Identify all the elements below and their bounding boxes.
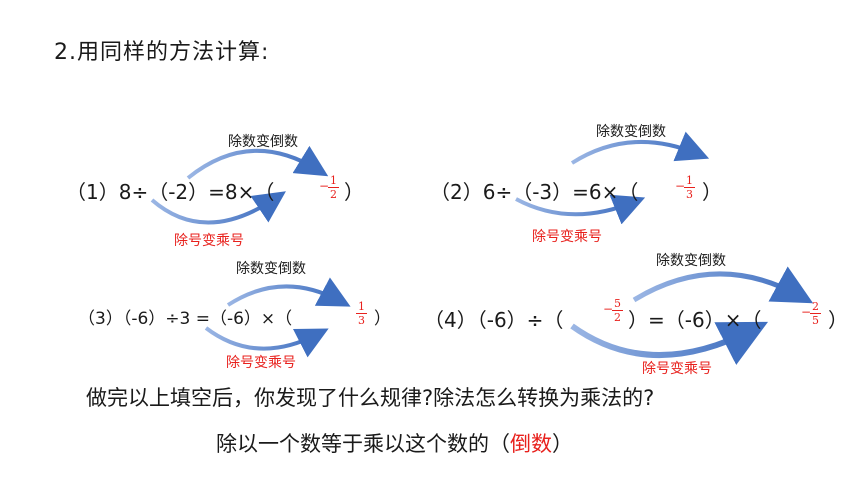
arrow-bottom-1 [150,191,286,225]
arrow-top-2 [570,131,710,165]
problem-2-frac-den: 3 [684,187,695,201]
top-label-3: 除数变倒数 [236,261,306,277]
problem-4-fraction: − 2 5 [801,300,821,327]
arrow-bottom-3 [204,326,329,358]
problem-1-frac-den: 2 [328,187,339,201]
problem-3-close: ） [374,309,391,329]
bottom-label-1: 除号变乘号 [174,233,244,249]
problem-4-divisor-num: 5 [614,297,621,310]
problem-4-divisor-fraction: − 5 2 [603,297,623,324]
question-text: 做完以上填空后，你发现了什么规律?除法怎么转换为乘法的? [86,386,655,410]
problem-2-expression: （2）6÷（-3）=6×（ [430,180,639,204]
answer-prefix: 除以一个数等于乘以这个数的（ [216,432,510,456]
problem-4-close: ） [828,308,848,332]
bottom-label-4: 除号变乘号 [642,361,712,377]
top-label-1: 除数变倒数 [228,134,298,150]
problem-2-fraction: − 1 3 [675,174,695,201]
answer-fill: 倒数 [510,432,552,456]
problem-1-expression: （1）8÷（-2）=8×（ [66,180,275,204]
problem-2-frac-num: 1 [686,174,693,187]
problem-3-expression: （3）（-6）÷3 =（-6）×（ [78,309,293,329]
answer-suffix: ） [552,432,573,456]
problem-2-close: ） [702,180,722,204]
problem-3-fraction: 1 3 [356,300,367,327]
problem-1-frac-num: 1 [330,174,337,187]
problem-4-expression-a: （4）（-6）÷（ [424,308,564,332]
problem-4-divisor-den: 2 [612,310,623,324]
heading: 2.用同样的方法计算: [54,40,270,65]
problem-1-fraction: − 1 2 [319,174,339,201]
arrow-top-4 [632,266,814,304]
bottom-label-3: 除号变乘号 [226,355,296,371]
top-label-4: 除数变倒数 [656,253,726,269]
problem-3-frac-den: 3 [356,313,367,327]
top-label-2: 除数变倒数 [596,124,666,140]
problem-4-frac-den: 5 [810,313,821,327]
arrow-top-1 [186,145,329,180]
arrow-bottom-2 [515,194,646,225]
problem-3-frac-num: 1 [358,300,365,313]
problem-4-frac-num: 2 [812,300,819,313]
arrow-bottom-4 [570,321,769,366]
arrow-top-3 [226,277,351,307]
problem-1-close: ） [344,180,364,204]
problem-4-expression-b: ）=（-6）×（ [628,308,762,332]
bottom-label-2: 除号变乘号 [532,229,602,245]
answer-line: 除以一个数等于乘以这个数的（倒数） [216,428,573,458]
